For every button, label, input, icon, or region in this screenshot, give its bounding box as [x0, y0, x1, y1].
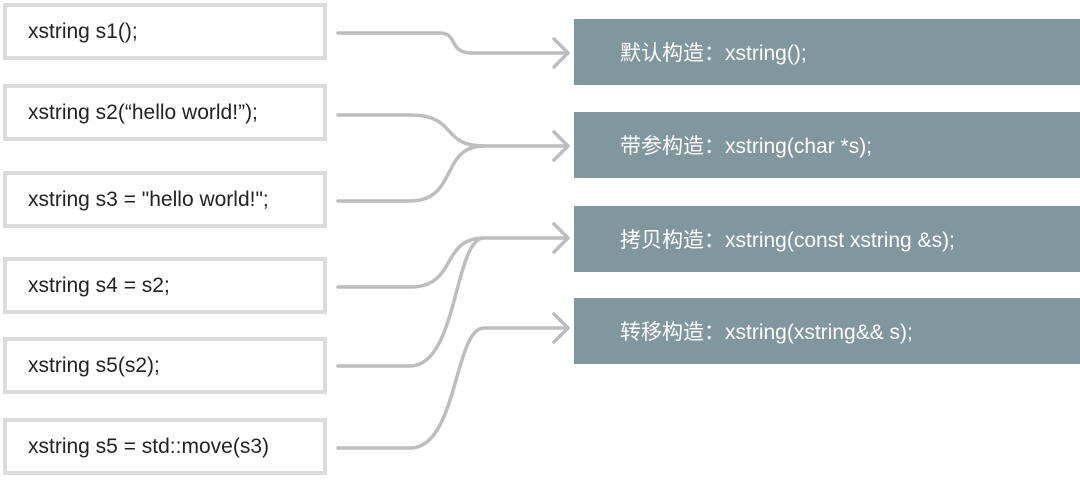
- source-box-s5-copy: xstring s5(s2);: [3, 337, 327, 394]
- arrow-s3-to-param: [336, 144, 486, 203]
- arrowhead-copy: [552, 222, 570, 254]
- constructor-text-copy: 拷贝构造：xstring(const xstring &s);: [620, 229, 955, 252]
- arrow-s1-to-default: [336, 31, 568, 55]
- arrowhead-move: [552, 312, 570, 344]
- arrow-s2-to-param: [336, 113, 568, 148]
- source-text-s5-move: xstring s5 = std::move(s3): [28, 434, 269, 458]
- source-box-s2: xstring s2(“hello world!”);: [3, 84, 327, 141]
- constructor-box-copy: 拷贝构造：xstring(const xstring &s);: [574, 206, 1080, 272]
- constructor-box-default: 默认构造：xstring();: [574, 19, 1080, 85]
- source-text-s2: xstring s2(“hello world!”);: [28, 100, 258, 124]
- arrowhead-param: [552, 130, 570, 162]
- source-text-s5-copy: xstring s5(s2);: [28, 353, 160, 377]
- arrow-move-to-move: [336, 326, 568, 450]
- constructor-text-default: 默认构造：xstring();: [620, 42, 807, 65]
- source-box-s4: xstring s4 = s2;: [3, 257, 327, 314]
- constructor-text-move: 转移构造：xstring(xstring&& s);: [620, 321, 913, 344]
- arrowhead-default: [552, 37, 570, 69]
- arrow-s5-to-copy: [336, 236, 486, 368]
- source-box-s1: xstring s1();: [3, 3, 327, 60]
- source-box-s3: xstring s3 = "hello world!";: [3, 171, 327, 228]
- source-box-s5-move: xstring s5 = std::move(s3): [3, 418, 327, 475]
- source-text-s3: xstring s3 = "hello world!";: [28, 187, 269, 211]
- source-text-s1: xstring s1();: [28, 19, 138, 43]
- constructor-box-move: 转移构造：xstring(xstring&& s);: [574, 298, 1080, 364]
- constructor-box-param: 带参构造：xstring(char *s);: [574, 112, 1080, 178]
- arrow-s4-to-copy: [336, 236, 568, 289]
- constructor-text-param: 带参构造：xstring(char *s);: [620, 135, 873, 158]
- source-text-s4: xstring s4 = s2;: [28, 273, 170, 297]
